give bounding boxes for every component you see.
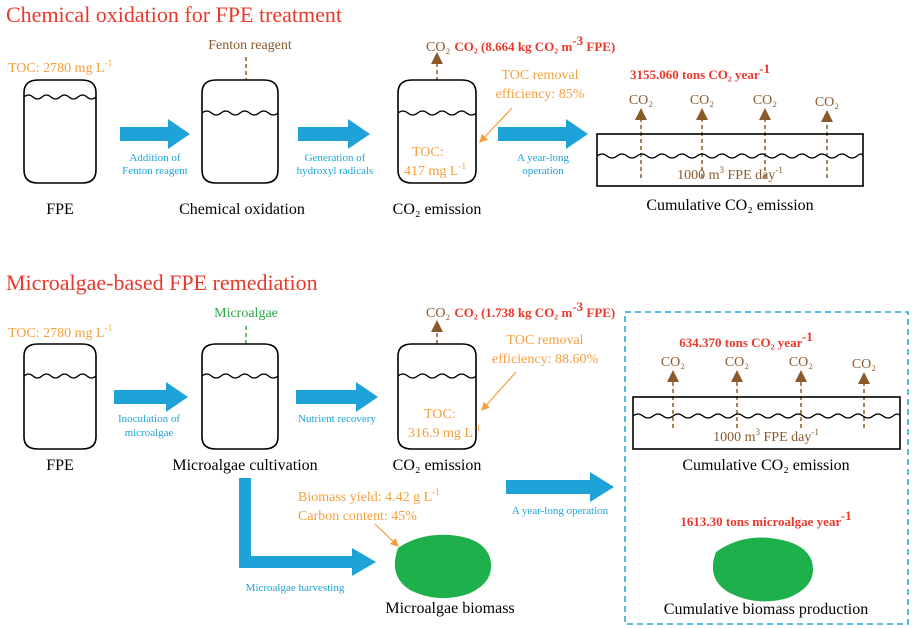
bottom-co2-4: CO₂: [852, 357, 876, 372]
bottom-arrow-year: [506, 472, 614, 502]
bottom-removal-line2: efficiency: 88.60%: [492, 352, 599, 367]
top-arrow-generation: [298, 119, 370, 149]
bottom-arrow-inoculation: [114, 382, 188, 412]
bottom-title: Microalgae-based FPE remediation: [6, 270, 318, 295]
top-toc-input: TOC: 2780 mg L-1: [8, 58, 112, 76]
top-arrow1-line2: Fenton reagent: [122, 165, 188, 177]
top-fenton-reagent: Fenton reagent: [208, 38, 292, 53]
bottom-flow: 1000 m3 FPE day-1: [713, 427, 819, 445]
bottom-co2-outputs: CO₂ CO₂ CO₂ CO₂: [661, 355, 876, 428]
bottom-emission-tank: [397, 343, 477, 450]
bottom-carbon-content: Carbon content: 45%: [298, 509, 417, 524]
top-label-emission: CO₂ emission: [393, 201, 482, 218]
bottom-arrow-harvest: [239, 478, 376, 576]
top-co2-2: CO₂: [690, 93, 714, 108]
top-emission-tank: [397, 79, 477, 184]
bottom-label-cumulative: Cumulative CO₂ emission: [682, 457, 849, 474]
top-arrow2-line1: Generation of: [305, 152, 366, 164]
top-arrow-addition: [120, 119, 190, 149]
bottom-cum-rate: 634.370 tons CO₂ year-1: [679, 329, 812, 350]
top-arrow3-line1: A year-long: [517, 152, 570, 164]
bottom-arrow2-line1: Nutrient recovery: [298, 413, 376, 425]
bottom-pond: [632, 396, 901, 450]
bottom-arrow-nutrient: [296, 382, 378, 412]
bottom-removal-pointer: [481, 371, 517, 411]
microalgae-biomass-icon: [394, 534, 492, 599]
top-co2-outputs: CO₂ CO₂ CO₂ CO₂: [629, 93, 839, 178]
top-label-cumulative: Cumulative CO₂ emission: [646, 197, 813, 214]
top-fpe-tank: [23, 79, 97, 184]
top-toc-out-line1: TOC:: [412, 145, 444, 160]
top-co2-4: CO₂: [815, 95, 839, 110]
top-removal-line2: efficiency: 85%: [496, 87, 585, 102]
bottom-arrow1-line2: microalgae: [125, 427, 174, 439]
bottom-toc-out-line2: 316.9 mg L-1: [408, 423, 480, 441]
bottom-label-cultivation: Microalgae cultivation: [172, 457, 317, 474]
bottom-biomass-yield: Biomass yield: 4.42 g L-1: [298, 487, 440, 505]
bottom-arrow3-label: A year-long operation: [512, 505, 609, 517]
bottom-biomass-rate: 1613.30 tons microalgae year-1: [680, 508, 851, 529]
bottom-harvest-label: Microalgae harvesting: [246, 582, 345, 594]
bottom-label-emission: CO₂ emission: [393, 457, 482, 474]
cumulative-biomass-icon: [712, 537, 813, 602]
top-co2-1: CO₂: [629, 93, 653, 108]
top-oxidation-tank: [201, 79, 279, 184]
bottom-biomass-pointer: [374, 523, 399, 547]
top-arrow3-line2: operation: [522, 165, 564, 177]
top-removal-pointer: [479, 107, 513, 143]
top-pond: [596, 133, 864, 187]
bottom-label-fpe: FPE: [46, 457, 74, 474]
top-removal-line1: TOC removal: [501, 68, 578, 83]
top-label-oxidation: Chemical oxidation: [179, 201, 305, 218]
top-cum-rate: 3155.060 tons CO₂ year-1: [630, 61, 770, 82]
bottom-microalgae-reagent: Microalgae: [214, 306, 278, 321]
top-arrow1-line1: Addition of: [129, 152, 180, 164]
bottom-label-biomass: Microalgae biomass: [385, 600, 514, 617]
top-toc-out-line2: 417 mg L-1: [404, 161, 466, 179]
top-arrow-year: [498, 119, 588, 149]
top-arrow2-line2: hydroxyl radicals: [297, 165, 374, 177]
top-label-fpe: FPE: [46, 201, 74, 218]
top-flow: 1000 m3 FPE day-1: [677, 165, 783, 183]
bottom-co2-3: CO₂: [789, 355, 813, 370]
top-co2-3: CO₂: [753, 93, 777, 108]
bottom-toc-out-line1: TOC:: [424, 407, 456, 422]
bottom-co2-2: CO₂: [725, 355, 749, 370]
top-title: Chemical oxidation for FPE treatment: [6, 2, 342, 27]
bottom-fpe-tank: [23, 343, 97, 450]
bottom-toc-input: TOC: 2780 mg L-1: [8, 323, 112, 341]
bottom-arrow1-line1: Inoculation of: [118, 413, 180, 425]
bottom-removal-line1: TOC removal: [506, 333, 583, 348]
bottom-cultivation-tank: [201, 343, 279, 450]
cumulative-dashed-box: [624, 311, 909, 625]
bottom-label-cum-biomass: Cumulative biomass production: [664, 601, 868, 618]
bottom-co2-1: CO₂: [661, 355, 685, 370]
